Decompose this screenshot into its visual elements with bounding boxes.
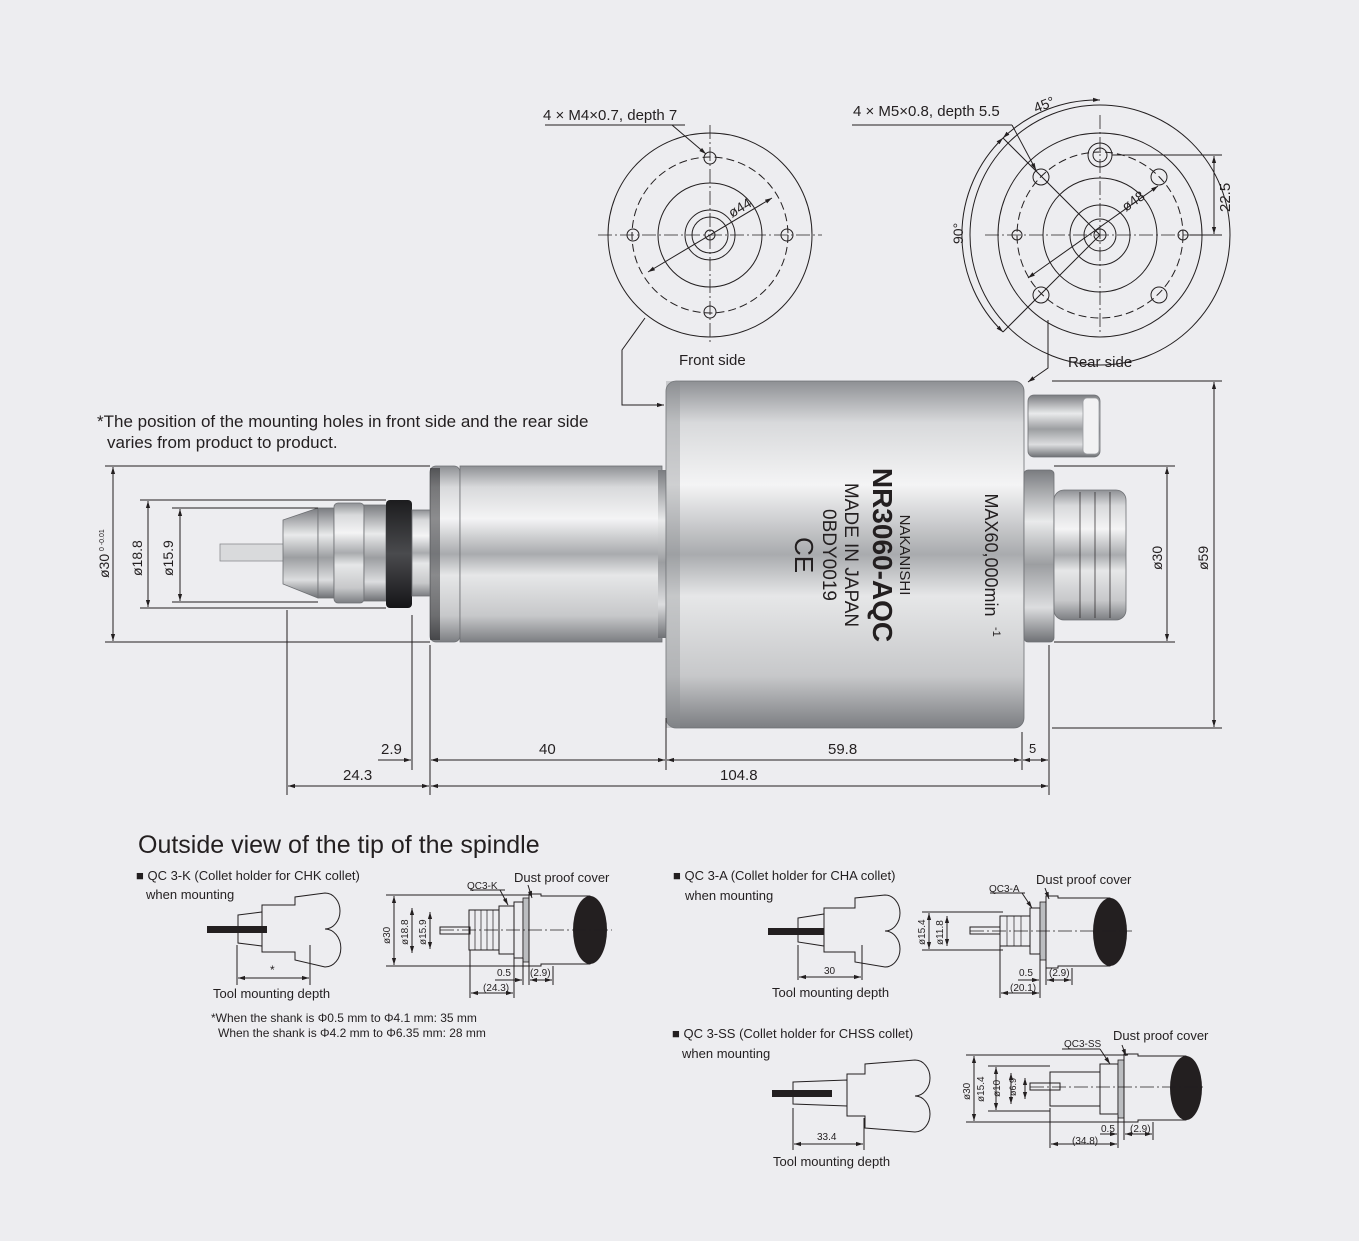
- qc3-ss-sub: when mounting: [681, 1046, 770, 1061]
- qc3-k-d30: ø30: [382, 926, 393, 944]
- qc3-a-depth: Tool mounting depth: [772, 985, 889, 1000]
- qc3-k-sub: when mounting: [145, 887, 234, 902]
- dim-d59: ø59: [1195, 546, 1211, 570]
- qc3-k-2-9: (2.9): [530, 968, 551, 979]
- qc3-k-d15-9: ø15.9: [418, 919, 429, 945]
- qc3-k-cover: Dust proof cover: [514, 870, 610, 885]
- qc3-a-section: [768, 887, 1132, 998]
- qc3-k-note1: *When the shank is Φ0.5 mm to Φ4.1 mm: 3…: [211, 1011, 477, 1025]
- ce-mark: CE: [789, 537, 819, 573]
- qc3-ss-0-5: 0.5: [1101, 1124, 1115, 1135]
- qc3-ss-d30: ø30: [962, 1082, 973, 1100]
- dim-40: 40: [539, 741, 556, 758]
- qc3-a-0-5: 0.5: [1019, 968, 1033, 979]
- qc3-k-d18-8: ø18.8: [400, 919, 411, 945]
- spindle-photo: NAKANISHI NR3060-AQC MADE IN JAPAN 0BDY0…: [219, 380, 1127, 729]
- dim-d30: ø30: [1149, 546, 1165, 570]
- serial-text: 0BDY0019: [818, 509, 839, 601]
- qc3-a-cover: Dust proof cover: [1036, 872, 1132, 887]
- qc3-k-title: ■ QC 3-K (Collet holder for CHK collet): [136, 868, 360, 883]
- front-diameter: ø44: [725, 194, 754, 220]
- dim-d15-9: ø15.9: [160, 540, 176, 576]
- qc3-k-label: QC3-K: [467, 881, 498, 892]
- qc3-a-30: 30: [824, 966, 836, 977]
- qc3-ss-cover: Dust proof cover: [1113, 1028, 1209, 1043]
- dim-24-3: 24.3: [343, 767, 372, 784]
- max-speed-text: MAX60,000min: [981, 493, 1001, 616]
- dim-d30-tol: ø30: [96, 554, 112, 578]
- dim-59-8: 59.8: [828, 741, 857, 758]
- qc3-ss-33-4: 33.4: [817, 1132, 837, 1143]
- qc3-ss-34-8: (34.8): [1072, 1136, 1098, 1147]
- rear-angle-45: 45°: [1031, 93, 1057, 116]
- qc3-k-star: *: [270, 963, 275, 977]
- qc3-k-note2: When the shank is Φ4.2 mm to Φ6.35 mm: 2…: [218, 1026, 486, 1040]
- qc3-ss-title: ■ QC 3-SS (Collet holder for CHSS collet…: [672, 1026, 913, 1041]
- qc3-ss-2-9: (2.9): [1130, 1124, 1151, 1135]
- qc3-a-label: QC3-A: [989, 884, 1020, 895]
- model-text: NR3060-AQC: [867, 468, 898, 642]
- rear-hole-label: 4 × M5×0.8, depth 5.5: [853, 103, 1000, 120]
- rear-angle-90: 90°: [950, 223, 966, 244]
- qc3-ss-d15-4: ø15.4: [976, 1076, 987, 1102]
- qc3-k-depth: Tool mounting depth: [213, 986, 330, 1001]
- dim-104-8: 104.8: [720, 767, 758, 784]
- dim-d18-8: ø18.8: [129, 540, 145, 576]
- front-hole-label: 4 × M4×0.7, depth 7: [543, 107, 677, 124]
- qc3-ss-depth: Tool mounting depth: [773, 1154, 890, 1169]
- mounting-note-line1: *The position of the mounting holes in f…: [97, 412, 589, 431]
- rear-side-view: [852, 97, 1231, 383]
- tip-heading: Outside view of the tip of the spindle: [138, 831, 540, 859]
- qc3-ss-d10: ø10: [992, 1079, 1003, 1097]
- qc3-a-sub: when mounting: [684, 888, 773, 903]
- qc3-ss-d6-9: ø6.9: [1008, 1078, 1018, 1096]
- qc3-k-section: [207, 884, 612, 998]
- speed-exponent: -1: [990, 627, 1002, 637]
- dim-5: 5: [1029, 741, 1036, 756]
- qc3-ss-label: QC3-SS: [1064, 1039, 1102, 1050]
- qc3-a-d11-8: ø11.8: [935, 920, 946, 945]
- main-dimensions: [105, 380, 1222, 795]
- dim-tolerance: 0 -0.01: [99, 529, 106, 551]
- qc3-k-24-3: (24.3): [483, 983, 509, 994]
- dim-2-9: 2.9: [381, 741, 402, 758]
- qc3-a-d15-4: ø15.4: [917, 919, 928, 945]
- brand-text: NAKANISHI: [896, 515, 913, 596]
- rear-side-label: Rear side: [1068, 354, 1132, 371]
- qc3-a-2-9: (2.9): [1049, 968, 1070, 979]
- qc3-a-20-1: (20.1): [1010, 983, 1036, 994]
- qc3-k-0-5: 0.5: [497, 968, 511, 979]
- qc3-a-title: ■ QC 3-A (Collet holder for CHA collet): [673, 868, 895, 883]
- mounting-note-line2: varies from product to product.: [107, 433, 338, 452]
- rear-dim-22-5: 22.5: [1217, 183, 1234, 212]
- qc3-ss-section: [772, 1044, 1206, 1150]
- made-in-text: MADE IN JAPAN: [840, 483, 861, 627]
- front-side-label: Front side: [679, 352, 746, 369]
- front-side-view: [545, 124, 822, 408]
